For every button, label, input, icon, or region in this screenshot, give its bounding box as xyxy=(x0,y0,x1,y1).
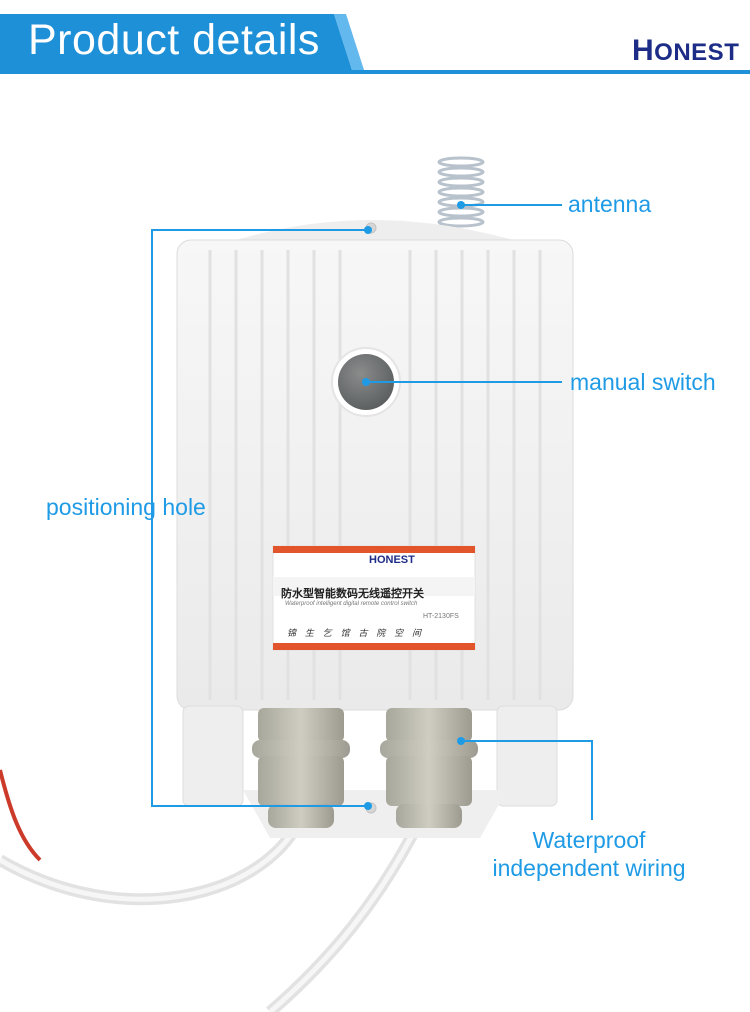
positioning-hole-label: positioning hole xyxy=(46,494,206,520)
title-banner xyxy=(0,14,750,74)
product-label-handwriting: 锦 生 乞 馆 古 院 空 间 xyxy=(287,629,425,639)
product-label-title-en: Waterproof intelligent digital remote co… xyxy=(285,601,418,607)
manual-switch-label: manual switch xyxy=(570,369,716,395)
product-label-model: HT-2130FS xyxy=(423,613,459,620)
header: Product details HONEST xyxy=(0,0,750,80)
callout-dots xyxy=(362,201,465,810)
wiring-label: Waterproof independent wiring xyxy=(478,826,700,882)
right-side-block xyxy=(496,705,558,807)
cables xyxy=(0,769,426,1012)
wiring-label-line2: independent wiring xyxy=(492,855,686,881)
cable-gland-left xyxy=(252,708,350,828)
product-label-plate xyxy=(272,545,476,651)
antenna-spring xyxy=(437,156,485,228)
brand-logo: HONEST xyxy=(632,34,740,67)
product-label-brand: HONEST xyxy=(369,554,415,566)
page-title: Product details xyxy=(28,16,320,64)
cable-gland-right xyxy=(380,708,478,828)
product-label: HONEST 防水型智能数码无线遥控开关 Waterproof intellig… xyxy=(273,546,475,650)
left-side-block xyxy=(182,705,244,807)
product-illustration xyxy=(0,156,593,1012)
callout-lines xyxy=(151,204,593,820)
product-label-title-cn: 防水型智能数码无线遥控开关 xyxy=(281,587,424,600)
antenna-label: antenna xyxy=(568,191,652,217)
wiring-label-line1: Waterproof xyxy=(532,827,646,853)
